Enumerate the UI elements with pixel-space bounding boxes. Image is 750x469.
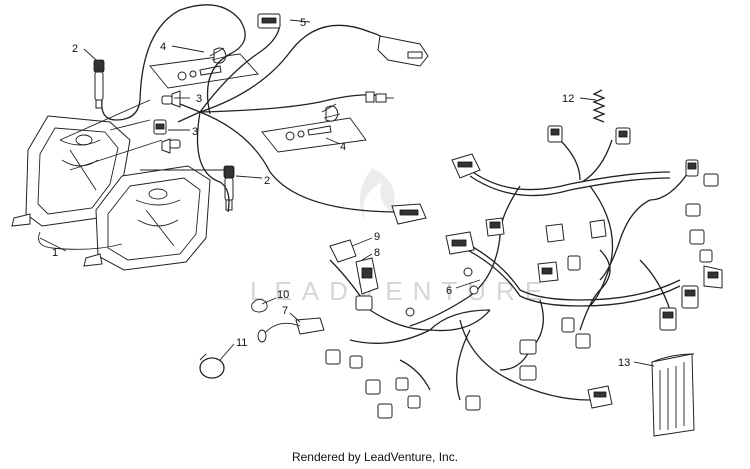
callout-7: 7 bbox=[282, 305, 288, 317]
harness-connector-bottom[interactable] bbox=[391, 203, 427, 225]
callout-6: 6 bbox=[446, 285, 452, 297]
bulb-upper[interactable] bbox=[161, 90, 181, 108]
connector-mid-6[interactable] bbox=[567, 255, 581, 271]
callout-12: 12 bbox=[562, 93, 574, 105]
adjuster-kit-upper[interactable] bbox=[149, 47, 259, 89]
headlight-right[interactable] bbox=[83, 165, 211, 271]
connector-right-5[interactable] bbox=[699, 249, 713, 263]
harness-connectors[interactable] bbox=[325, 125, 723, 419]
callout-10: 10 bbox=[277, 289, 289, 301]
retaining-clip[interactable] bbox=[251, 299, 268, 313]
connector-right-1[interactable] bbox=[685, 159, 699, 177]
bulb-socket-upper[interactable] bbox=[93, 59, 105, 109]
connector-left-3[interactable] bbox=[365, 379, 381, 395]
headlight-harness[interactable] bbox=[101, 4, 429, 225]
callout-3-lower: 3 bbox=[192, 126, 198, 138]
callouts: 1 2 2 3 3 4 4 5 6 7 8 9 10 11 12 13 bbox=[39, 17, 655, 369]
callout-5: 5 bbox=[300, 17, 306, 29]
connector-top-mid-2[interactable] bbox=[615, 127, 631, 145]
bulb-side-connector[interactable] bbox=[153, 119, 167, 135]
connector-mid-9[interactable] bbox=[519, 339, 537, 355]
adjuster-kit-lower[interactable] bbox=[261, 103, 367, 153]
watermark-text: LEADVENTURE bbox=[250, 276, 552, 306]
callout-1: 1 bbox=[52, 247, 58, 259]
connector-right-8[interactable] bbox=[659, 307, 677, 331]
connector-right-2[interactable] bbox=[703, 173, 719, 187]
ground-terminal-1[interactable] bbox=[463, 267, 473, 277]
rendered-by-credit: Rendered by LeadVenture, Inc. bbox=[291, 450, 459, 464]
harness-main-plug[interactable] bbox=[377, 35, 429, 67]
connector-right-6[interactable] bbox=[703, 265, 723, 289]
connector-right-7[interactable] bbox=[681, 285, 699, 309]
connector-top-left[interactable] bbox=[451, 153, 481, 179]
protective-cap[interactable] bbox=[257, 317, 325, 343]
connector-mid-5[interactable] bbox=[537, 261, 559, 283]
harness-connector-top[interactable] bbox=[257, 13, 281, 29]
wire-spring[interactable] bbox=[592, 89, 606, 123]
exploded-view-leader-lines bbox=[59, 99, 224, 171]
harness-spade-terminals[interactable] bbox=[365, 91, 394, 103]
connector-mid-4[interactable] bbox=[445, 231, 475, 255]
hose-clamp[interactable] bbox=[199, 353, 225, 379]
fuse-connector-assembly[interactable] bbox=[329, 239, 379, 295]
ground-terminal-2[interactable] bbox=[405, 307, 415, 317]
connector-mid-3[interactable] bbox=[589, 219, 607, 239]
bulb-lower[interactable] bbox=[161, 138, 181, 154]
protective-sleeve[interactable] bbox=[651, 353, 695, 437]
ground-terminal-3[interactable] bbox=[469, 285, 479, 295]
callout-11: 11 bbox=[236, 337, 247, 349]
callout-9: 9 bbox=[374, 231, 380, 243]
connector-left-6[interactable] bbox=[407, 395, 421, 409]
watermark: LEADVENTURE bbox=[250, 168, 552, 306]
connector-bottom-1[interactable] bbox=[465, 395, 481, 411]
main-wiring-harness[interactable] bbox=[329, 139, 691, 401]
connector-mid-2[interactable] bbox=[545, 223, 565, 243]
connector-mid-7[interactable] bbox=[561, 317, 575, 333]
connector-bottom-2[interactable] bbox=[587, 385, 613, 409]
connector-left-4[interactable] bbox=[395, 377, 409, 391]
connector-left-7[interactable] bbox=[355, 295, 373, 311]
callout-4-lower: 4 bbox=[340, 141, 346, 153]
connector-left-2[interactable] bbox=[349, 355, 363, 369]
callout-4-upper: 4 bbox=[160, 41, 166, 53]
connector-mid-1[interactable] bbox=[485, 217, 505, 237]
connector-right-4[interactable] bbox=[689, 229, 705, 245]
headlight-pair-bracket bbox=[38, 231, 123, 250]
callout-2-upper: 2 bbox=[72, 43, 78, 55]
callout-13: 13 bbox=[618, 357, 630, 369]
connector-top-mid[interactable] bbox=[547, 125, 563, 143]
callout-8: 8 bbox=[374, 247, 380, 259]
connector-mid-10[interactable] bbox=[519, 365, 537, 381]
callout-2-lower: 2 bbox=[264, 175, 270, 187]
callout-3-upper: 3 bbox=[196, 93, 202, 105]
connector-left-5[interactable] bbox=[377, 403, 393, 419]
connector-right-3[interactable] bbox=[685, 203, 701, 217]
connector-mid-8[interactable] bbox=[575, 333, 591, 349]
connector-left-1[interactable] bbox=[325, 349, 341, 365]
